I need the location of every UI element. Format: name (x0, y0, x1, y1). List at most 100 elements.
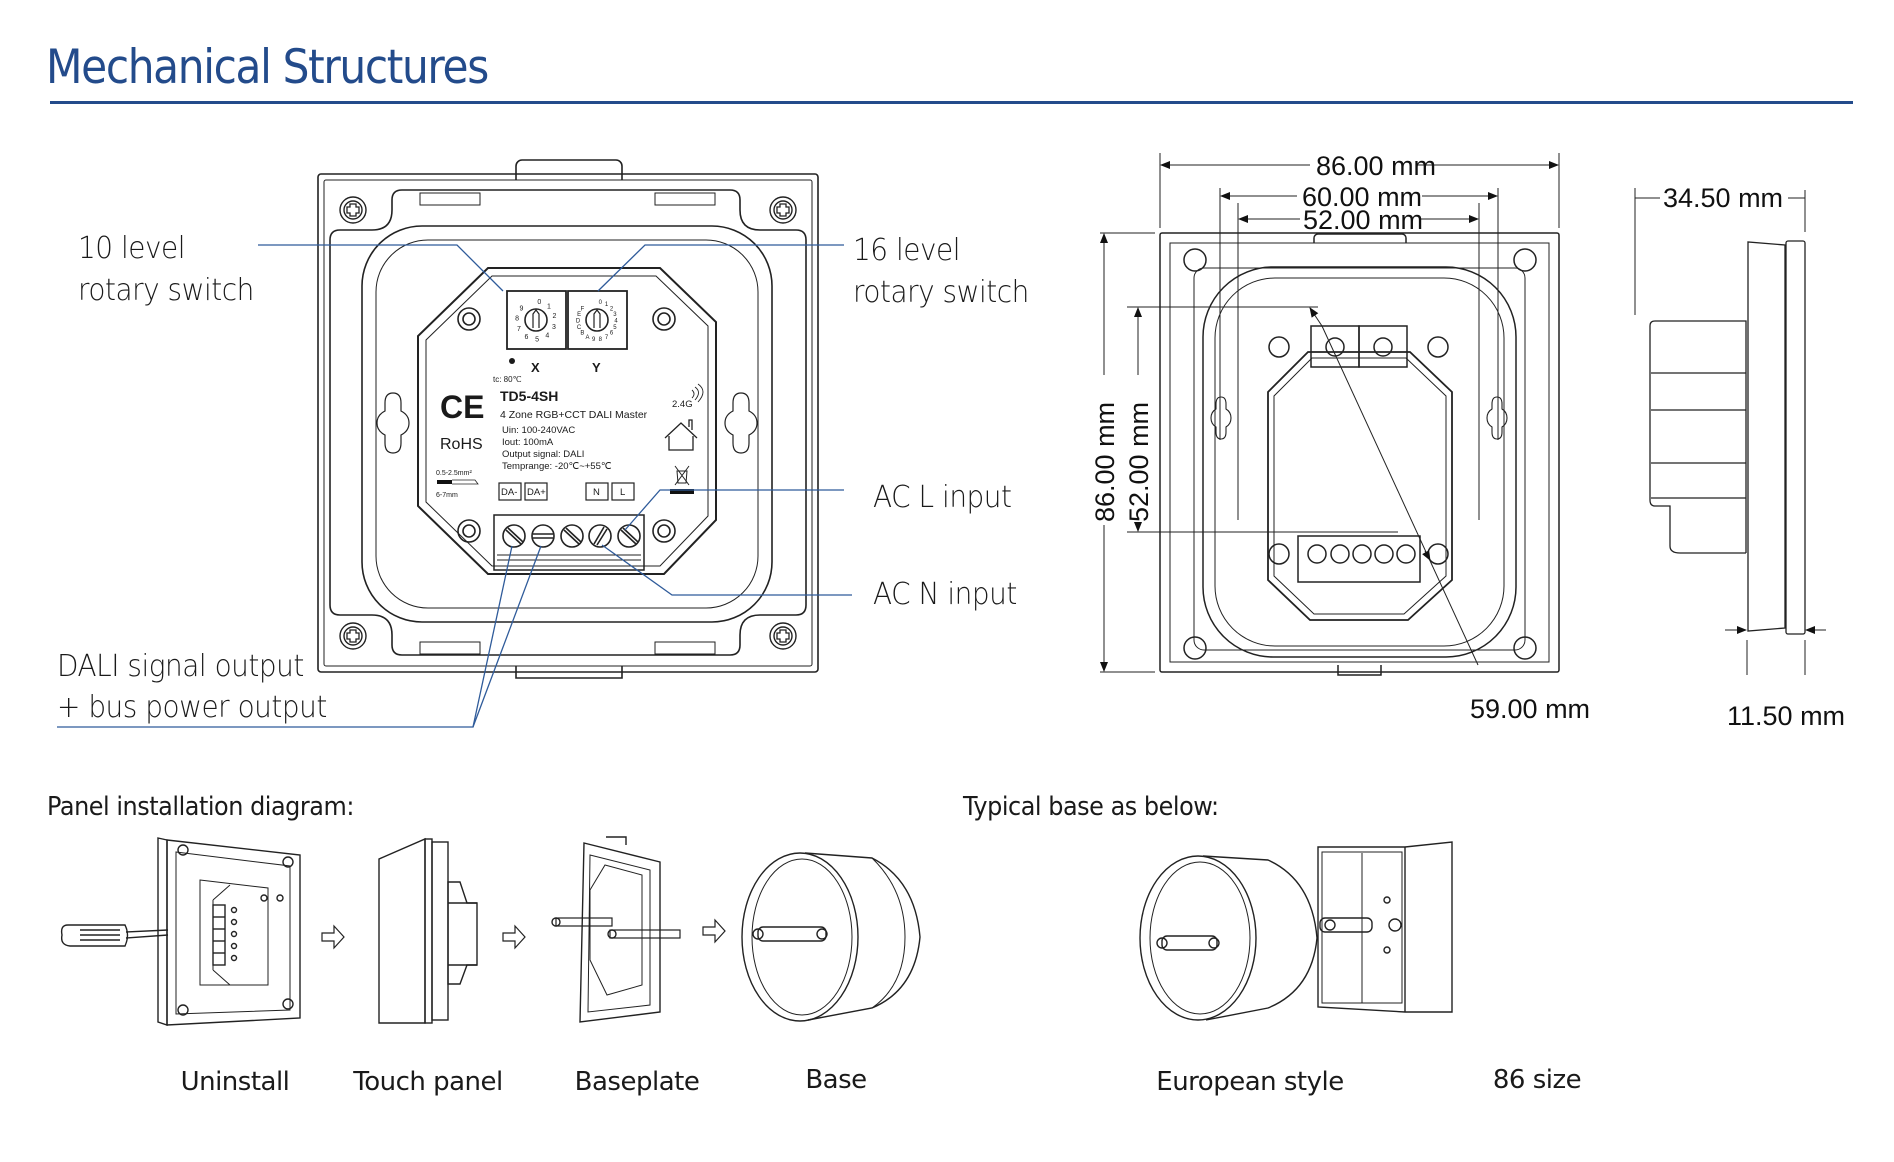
callout-rotary-16-line1: 16 level (853, 233, 961, 268)
dial-digit: 0 (537, 299, 541, 306)
indoor-use-icon (664, 419, 698, 451)
dimension-lines (1100, 153, 1560, 673)
dim-rotary-switch-y (1358, 325, 1408, 368)
dim-width-inner: 52.00 mm (1303, 205, 1423, 235)
rohs-mark: RoHS (440, 436, 483, 453)
terminal-label-box (524, 482, 548, 501)
leader-rotary-16 (597, 244, 844, 292)
dial-digit: 9 (519, 305, 523, 312)
terminal-label-box (611, 482, 635, 501)
installation-heading: Panel installation diagram: (47, 792, 354, 822)
dim-width-mount: 60.00 mm (1302, 182, 1422, 212)
switch-y-label: Y (592, 360, 601, 375)
dial-digit: 0 (599, 300, 603, 306)
dial-digit: 2 (553, 313, 557, 320)
step-caption-uninstall: Uninstall (180, 1067, 290, 1097)
dial-digit: 9 (592, 337, 596, 343)
spec-iout: Iout: 100mA (502, 437, 554, 448)
callout-rotary-16-line2: rotary switch (853, 275, 1029, 310)
keyhole-left (376, 392, 410, 454)
leader-ac-l (624, 489, 844, 531)
terminal-label-box (498, 482, 522, 501)
caption-86-size: 86 size (1492, 1065, 1582, 1095)
callout-rotary-10-line2: rotary switch (78, 273, 254, 308)
callout-ac-n: AC N input (873, 577, 1017, 612)
step-base-illustration (741, 852, 921, 1022)
callout-dali-line2: + bus power output (57, 690, 327, 725)
step-arrow-icon (502, 924, 526, 950)
leader-rotary-10 (258, 244, 504, 292)
dial-digit: 4 (614, 319, 618, 325)
corner-screws (339, 196, 797, 650)
dial-digit: 8 (515, 315, 519, 322)
dim-height-outer: 86.00 mm (1090, 402, 1120, 522)
step-caption-base: Base (805, 1065, 867, 1095)
wire-strip-icon (437, 480, 452, 484)
dial-digit: 2 (610, 306, 614, 312)
dim-terminal-block (1297, 535, 1421, 583)
slot (419, 641, 481, 655)
bottom-tab (515, 666, 623, 679)
step-touch-panel-illustration (378, 837, 478, 1024)
callout-rotary-10-line1: 10 level (78, 231, 186, 266)
wire-gauge: 0.5-2.5mm² (436, 470, 472, 477)
european-base-illustration (1139, 855, 1318, 1021)
ce-mark: CE (440, 389, 484, 425)
step-caption-touch-panel: Touch panel (353, 1067, 503, 1097)
step-arrow-icon (702, 918, 726, 944)
callout-ac-l: AC L input (873, 480, 1012, 515)
model-description: 4 Zone RGB+CCT DALI Master (500, 409, 648, 421)
page-title: Mechanical Structures (46, 40, 489, 95)
callout-dali-line1: DALI signal output (57, 649, 304, 684)
title-rule (50, 101, 1853, 104)
dial-digit: 1 (547, 304, 551, 311)
panel-outer-frame-inner (323, 179, 813, 667)
dial-digit: 6 (525, 334, 529, 341)
side-dimension-lines (1634, 188, 1826, 675)
slot (654, 192, 716, 206)
corner-screw-crosses (346, 203, 790, 643)
recess-outer (361, 225, 773, 623)
leader-dali-2 (472, 545, 542, 728)
step-uninstall-illustration (60, 837, 301, 1026)
dial-digit: 1 (605, 302, 609, 308)
dial-digit: 5 (535, 337, 539, 344)
switch-x-label: X (531, 360, 540, 375)
dim-depth-panel: 11.50 mm (1727, 701, 1845, 731)
weee-bar (670, 489, 694, 494)
dial-digit: 7 (517, 326, 521, 333)
strip-length: 6-7mm (436, 492, 458, 499)
dial-digit: D (576, 319, 581, 325)
panel-inner-plate (329, 189, 807, 656)
dim-panel-outer (1159, 232, 1560, 673)
dim-diagonal: 59.00 mm (1470, 694, 1590, 724)
dim-height-inner: 52.00 mm (1124, 402, 1154, 522)
dim-module-octagon (1267, 351, 1453, 621)
panel-outer-frame (317, 173, 819, 673)
typical-base-heading: Typical base as below: (963, 792, 1219, 822)
dial-digit: F (581, 306, 585, 312)
terminal-da-plus: DA+ (527, 487, 546, 498)
dial-digit: 3 (613, 312, 617, 318)
dial-digit: E (577, 312, 581, 318)
dial-digit: 4 (545, 333, 549, 340)
spec-temprange: Temprange: -20℃~+55℃ (502, 461, 612, 472)
dial-digit: 8 (599, 337, 603, 343)
dial-digit: 3 (552, 324, 556, 331)
terminal-block (493, 514, 645, 571)
module-octagon (417, 267, 717, 575)
wireless-band: 2.4G (672, 399, 693, 410)
step-caption-baseplate: Baseplate (574, 1067, 700, 1097)
caption-european-style: European style (1156, 1067, 1344, 1097)
dim-width-outer: 86.00 mm (1316, 151, 1436, 181)
86-box-illustration (1317, 841, 1453, 1013)
dim-depth-total: 34.50 mm (1663, 183, 1783, 213)
step-arrow-icon (321, 924, 345, 950)
dial-digit: 5 (613, 325, 617, 331)
spec-output-signal: Output signal: DALI (502, 449, 584, 460)
dial-digit: 7 (605, 335, 609, 341)
